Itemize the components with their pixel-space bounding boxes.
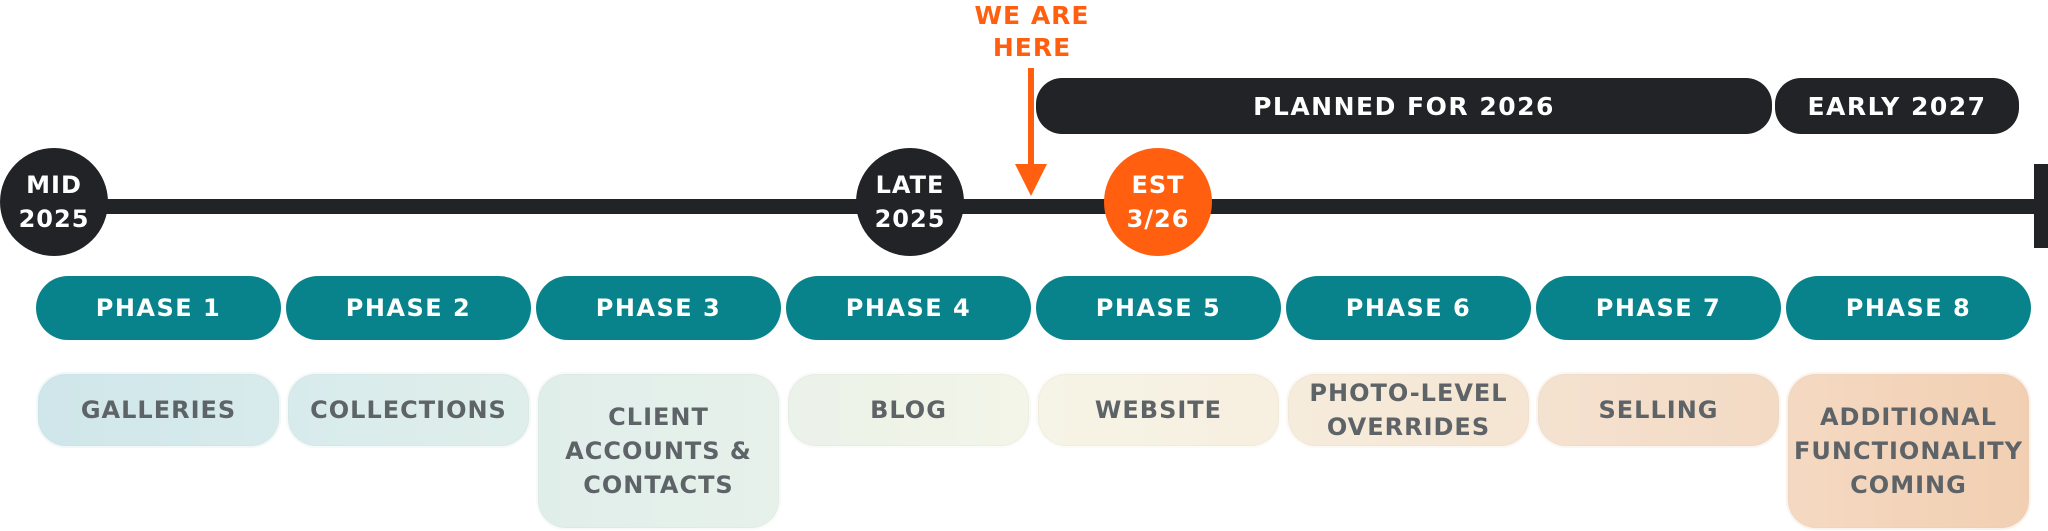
we-are-here-line2: HERE: [992, 33, 1072, 62]
feature-blog: BLOG: [786, 372, 1031, 448]
milestone-late-2025-line2: 2025: [874, 205, 946, 233]
feature-client-line1: CLIENT: [608, 403, 709, 431]
feature-collections: COLLECTIONS: [286, 372, 531, 448]
phase-1-pill: PHASE 1: [36, 276, 281, 340]
milestone-est-3-26: EST 3/26: [1104, 148, 1212, 256]
phase-2-label: PHASE 2: [345, 294, 472, 322]
phase-6-pill: PHASE 6: [1286, 276, 1531, 340]
phase-3-label: PHASE 3: [595, 294, 722, 322]
phase-7-label: PHASE 7: [1595, 294, 1722, 322]
phase-5-label: PHASE 5: [1095, 294, 1222, 322]
we-are-here-label: WE ARE HERE: [955, 0, 1109, 64]
feature-client-line3: CONTACTS: [583, 471, 734, 499]
planned-2026-label: PLANNED FOR 2026: [1253, 91, 1555, 121]
early-2027-bar: EARLY 2027: [1775, 78, 2019, 134]
phase-4-label: PHASE 4: [845, 294, 972, 322]
planned-2026-bar: PLANNED FOR 2026: [1036, 78, 1772, 134]
feature-photo-line1: PHOTO-LEVEL: [1309, 379, 1508, 407]
phase-2-pill: PHASE 2: [286, 276, 531, 340]
milestone-est-line1: EST: [1131, 171, 1185, 199]
feature-client-line2: ACCOUNTS &: [565, 437, 752, 465]
phase-1-label: PHASE 1: [95, 294, 222, 322]
milestone-mid-2025-line2: 2025: [18, 205, 90, 233]
milestone-late-2025: LATE 2025: [856, 148, 964, 256]
feature-selling: SELLING: [1536, 372, 1781, 448]
milestone-est-line2: 3/26: [1126, 205, 1190, 233]
feature-additional-line2: FUNCTIONALITY: [1794, 437, 2023, 465]
feature-website-line1: WEBSITE: [1094, 396, 1223, 424]
feature-additional-functionality: ADDITIONAL FUNCTIONALITY COMING: [1786, 372, 2031, 530]
phase-6-label: PHASE 6: [1345, 294, 1472, 322]
feature-additional-line1: ADDITIONAL: [1819, 403, 1997, 431]
feature-blog-line1: BLOG: [870, 396, 947, 424]
milestone-mid-2025: MID 2025: [0, 148, 108, 256]
phase-5-pill: PHASE 5: [1036, 276, 1281, 340]
feature-additional-line3: COMING: [1850, 471, 1967, 499]
phase-4-pill: PHASE 4: [786, 276, 1031, 340]
phase-8-label: PHASE 8: [1845, 294, 1972, 322]
milestone-late-2025-line1: LATE: [875, 171, 945, 199]
phase-3-pill: PHASE 3: [536, 276, 781, 340]
feature-client-accounts: CLIENT ACCOUNTS & CONTACTS: [536, 372, 781, 530]
early-2027-label: EARLY 2027: [1807, 91, 1987, 121]
we-are-here-line1: WE ARE: [974, 1, 1090, 30]
feature-galleries-line1: GALLERIES: [80, 396, 237, 424]
timeline-line: [60, 199, 2035, 214]
feature-galleries: GALLERIES: [36, 372, 281, 448]
phase-7-pill: PHASE 7: [1536, 276, 1781, 340]
feature-photo-line2: OVERRIDES: [1326, 413, 1491, 441]
feature-photo-level-overrides: PHOTO-LEVEL OVERRIDES: [1286, 372, 1531, 448]
timeline-end-cap: [2034, 164, 2048, 248]
phase-8-pill: PHASE 8: [1786, 276, 2031, 340]
down-arrow-icon: [1015, 68, 1047, 196]
feature-selling-line1: SELLING: [1598, 396, 1719, 424]
milestone-mid-2025-line1: MID: [26, 171, 82, 199]
feature-website: WEBSITE: [1036, 372, 1281, 448]
feature-collections-line1: COLLECTIONS: [310, 396, 507, 424]
